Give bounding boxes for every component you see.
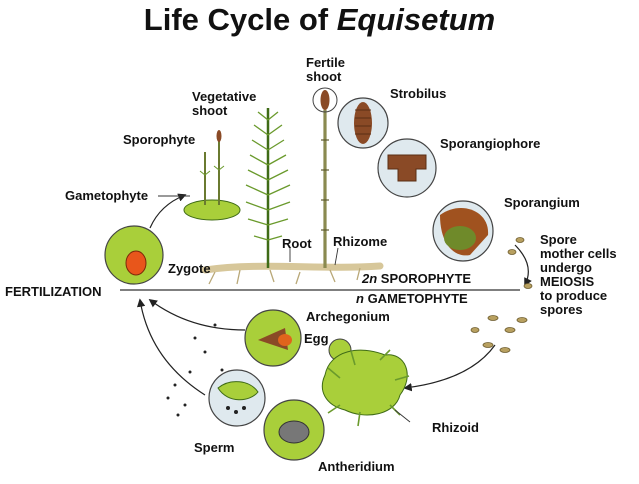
label-vegetative-shoot: Vegetative shoot [192, 90, 256, 118]
label-meiosis-note: Spore mother cells undergo MEIOSIS to pr… [540, 233, 617, 317]
label-root: Root [282, 236, 312, 251]
label-fertile-shoot-line-1: Fertile [306, 55, 346, 70]
young-sporophyte [183, 130, 241, 221]
spores [470, 237, 533, 353]
label-sporophyte-phase: 2n SPOROPHYTE [362, 272, 471, 286]
fertile-shoot-tip-circle [312, 87, 338, 113]
meiosis-note-line-3: undergo [540, 260, 592, 275]
meiosis-note-line-1: Spore [540, 232, 577, 247]
gametophyte-ploidy: n [356, 291, 364, 306]
label-vegetative-shoot-line-1: Vegetative [192, 89, 257, 104]
label-egg: Egg [304, 331, 329, 346]
rhizome [201, 262, 384, 274]
meiosis-note-line-2: mother cells [540, 246, 617, 261]
label-fertile-shoot: Fertile shoot [306, 56, 345, 84]
gametophyte-phase-text: GAMETOPHYTE [363, 291, 468, 306]
label-rhizoid: Rhizoid [432, 420, 479, 435]
vegetative-shoot [245, 108, 291, 268]
arrow-sperm-to-fertilization [136, 298, 206, 396]
label-gametophyte-phase: n GAMETOPHYTE [356, 292, 468, 306]
fertile-shoot [320, 90, 330, 268]
label-sporangiophore: Sporangiophore [440, 136, 541, 151]
label-vegetative-shoot-line-2: shoot [192, 103, 228, 118]
label-sporangium: Sporangium [504, 195, 580, 210]
label-gametophyte: Gametophyte [65, 188, 149, 203]
sporophyte-ploidy: 2n [362, 271, 378, 286]
mature-gametophyte [321, 349, 410, 427]
label-archegonium: Archegonium [306, 309, 390, 324]
sporophyte-phase-text: SPOROPHYTE [377, 271, 472, 286]
meiosis-note-line-4: MEIOSIS [540, 274, 595, 289]
arrow-egg-to-fertilization [148, 298, 246, 331]
sperm-cells [166, 323, 246, 417]
title-genus: Equisetum [336, 2, 496, 37]
arrow-zygote-to-gametophyte-sporophyte [149, 193, 187, 229]
meiosis-note-line-6: spores [540, 302, 583, 317]
label-fertilization: FERTILIZATION [5, 284, 102, 299]
label-fertile-shoot-line-2: shoot [306, 69, 342, 84]
arrow-spores-down [514, 244, 532, 287]
label-zygote: Zygote [168, 261, 211, 276]
page-title: Life Cycle of Equisetum [0, 2, 639, 38]
title-main: Life Cycle of [143, 2, 337, 37]
label-sporophyte: Sporophyte [123, 132, 196, 147]
label-strobilus: Strobilus [390, 86, 447, 101]
arrow-spores-to-gametophyte [403, 344, 496, 392]
label-antheridium: Antheridium [318, 459, 395, 474]
label-rhizome: Rhizome [333, 234, 388, 249]
label-sperm: Sperm [194, 440, 235, 455]
meiosis-note-line-5: to produce [540, 288, 608, 303]
leader-lines [158, 195, 411, 423]
